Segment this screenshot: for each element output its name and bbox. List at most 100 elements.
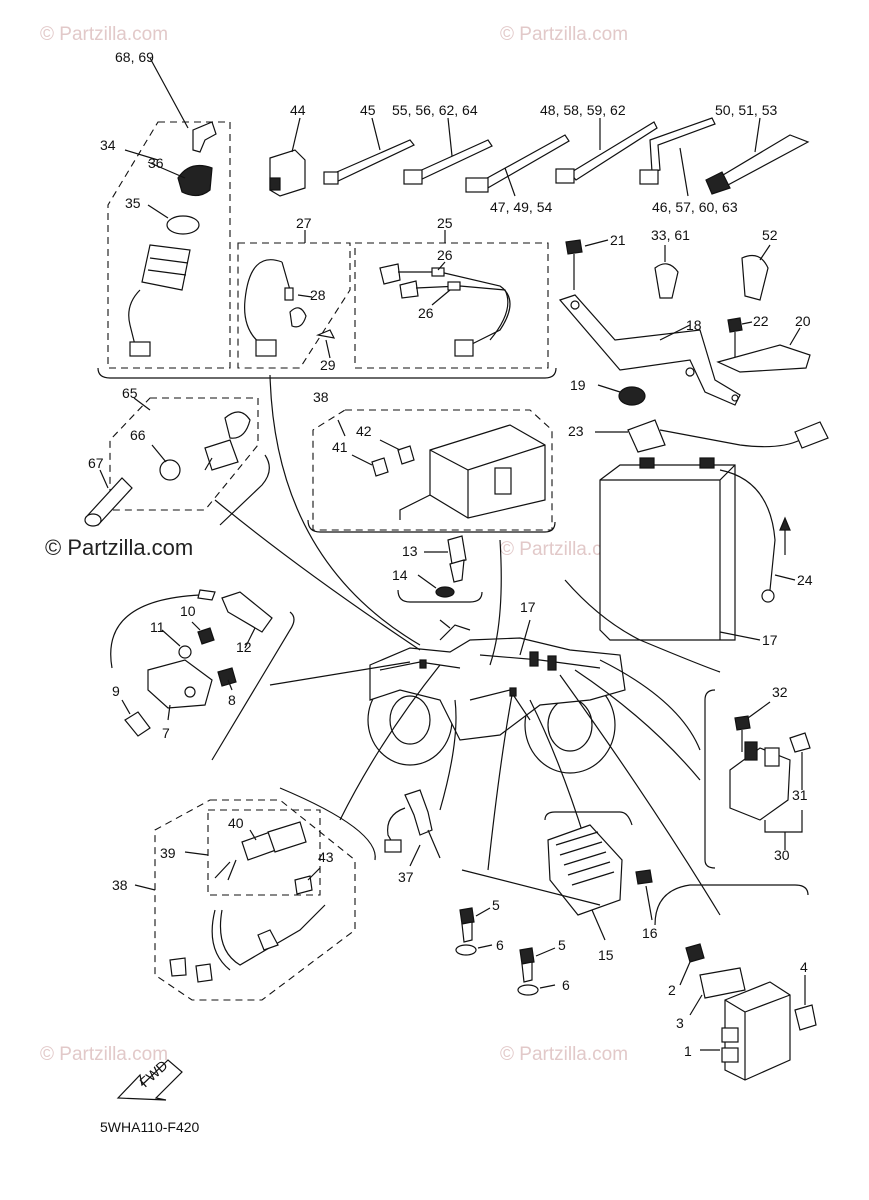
handlebar — [439, 619, 471, 641]
callout-31: 31 — [792, 787, 808, 803]
callout-2: 2 — [668, 982, 676, 998]
callout-32: 32 — [772, 684, 788, 700]
atv-silhouette — [367, 619, 626, 774]
leader-line — [269, 374, 421, 646]
bolt-2 — [685, 943, 705, 963]
leader-line — [351, 454, 373, 466]
tie-head — [555, 168, 575, 184]
cover-29 — [315, 329, 336, 339]
bracket-hole — [570, 300, 580, 310]
callout-11: 11 — [150, 619, 165, 635]
bracket-hole — [731, 394, 739, 402]
callout-6: 6 — [562, 977, 570, 993]
leader-line — [679, 961, 691, 986]
control-box — [429, 424, 546, 519]
leader-line — [439, 699, 457, 811]
cable-tie-50 — [717, 134, 810, 187]
terminal — [431, 267, 445, 277]
callout-22: 22 — [753, 313, 769, 329]
tie-head — [465, 177, 489, 193]
group-brace — [279, 787, 376, 861]
atv-marker — [547, 655, 557, 671]
leader-line — [535, 947, 556, 957]
socket-cap — [224, 411, 251, 439]
clamp-52 — [741, 255, 769, 301]
leader-line — [431, 289, 451, 306]
callout-39: 39 — [160, 845, 176, 861]
group-brace — [219, 454, 270, 526]
callout-42: 42 — [356, 423, 372, 439]
screw-22 — [727, 317, 743, 333]
box-edges — [429, 444, 546, 518]
leader-line — [337, 419, 346, 437]
diagram-code: 5WHA110-F420 — [100, 1119, 200, 1135]
callout-21: 21 — [610, 232, 626, 248]
leader-line — [99, 469, 109, 489]
sleeve-9 — [124, 711, 151, 737]
bolt-thread — [521, 961, 533, 983]
leader-line — [759, 244, 771, 261]
leader-line — [379, 439, 401, 451]
grip-end — [84, 513, 102, 527]
connector-icon — [195, 963, 213, 983]
leader-line — [489, 539, 502, 666]
callout-5: 5 — [558, 937, 566, 953]
main-switch-group — [107, 121, 231, 369]
washer-6 — [455, 944, 477, 956]
negative-cable-24 — [719, 469, 776, 591]
washer-14 — [435, 586, 455, 598]
leader-line — [774, 574, 796, 581]
callout-17: 17 — [762, 632, 778, 648]
ecu-group — [312, 409, 553, 531]
callout-27: 27 — [296, 215, 312, 231]
socket-body — [204, 439, 239, 471]
leader-line — [539, 984, 556, 989]
leader-line — [124, 149, 159, 161]
cdi-unit-group — [654, 884, 817, 1081]
cdi-unit-1 — [724, 981, 791, 1081]
coupler-44 — [269, 117, 306, 197]
callout-19: 19 — [570, 377, 586, 393]
socket-icon — [379, 263, 401, 285]
group-outline — [237, 242, 351, 369]
leader-line — [297, 294, 313, 298]
callout-68-69: 68, 69 — [115, 49, 154, 65]
brand-watermark: © Partzilla.com — [45, 535, 193, 560]
relay-body — [729, 747, 791, 821]
bracket-assembly — [558, 239, 811, 406]
tie-clip — [705, 171, 731, 195]
leader-line — [121, 699, 131, 715]
leader-line — [504, 167, 516, 197]
callout-7: 7 — [162, 725, 170, 741]
switch-body-icon — [141, 244, 191, 291]
callout-66: 66 — [130, 427, 146, 443]
leader-line — [339, 664, 441, 821]
cdi-edges — [724, 994, 791, 1080]
callout-48-58-59-62: 48, 58, 59, 62 — [540, 102, 626, 118]
wire — [415, 285, 509, 341]
ignition-coil-group — [110, 589, 295, 761]
callout-38: 38 — [112, 877, 128, 893]
bolt-thread — [461, 921, 473, 943]
watermark: © Partzilla.com — [40, 1044, 168, 1065]
callout-3: 3 — [676, 1015, 684, 1031]
leader-line — [191, 621, 201, 631]
bolt-5 — [459, 907, 475, 925]
leader-line — [133, 397, 151, 411]
harness-clip — [257, 929, 279, 951]
relay-terminal — [764, 747, 780, 767]
connector-icon — [454, 339, 474, 357]
cover-28 — [289, 307, 307, 328]
leader-line — [307, 867, 321, 881]
switch-cover-icon — [177, 165, 213, 197]
front-wheel-hub — [389, 695, 431, 745]
sensor-tip — [449, 559, 465, 583]
leader-line — [249, 829, 257, 841]
washer-6 — [517, 984, 539, 996]
bracket-18 — [558, 294, 741, 406]
callout-20: 20 — [795, 313, 811, 329]
group-outline — [354, 242, 549, 369]
leader-line — [574, 669, 701, 781]
callout-29: 29 — [320, 357, 336, 373]
connector-icon — [255, 339, 277, 357]
